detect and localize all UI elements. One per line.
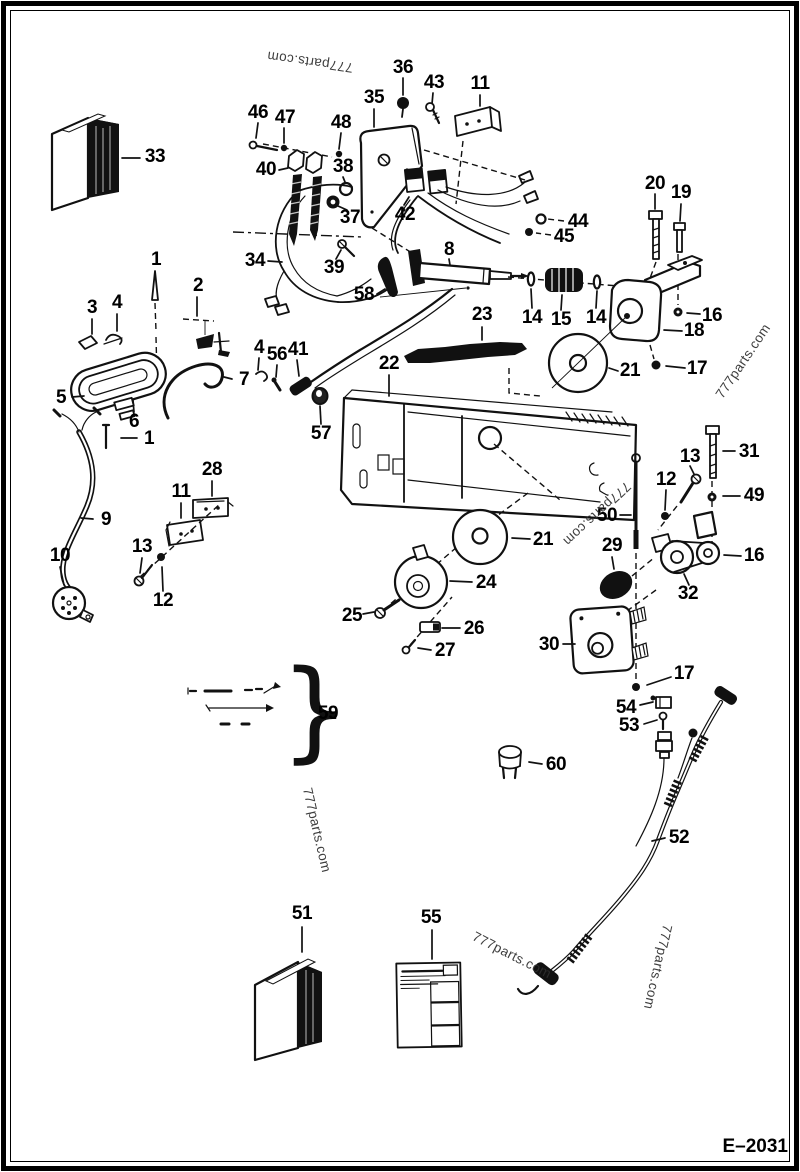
box-51 [253,926,322,1062]
part-label-34: 34 [244,250,266,271]
frame-22 [339,326,638,522]
part-label-25: 25 [341,605,363,626]
part-label-48: 48 [330,112,352,133]
part-label-53: 53 [618,715,640,736]
part-label-1: 1 [150,249,162,270]
part-label-45: 45 [553,226,575,247]
part-label-33: 33 [144,146,166,167]
part-label-11: 11 [470,73,490,94]
mount-plate-35 [359,77,502,229]
cap-60 [498,745,543,780]
brackets-11-28 [133,480,234,592]
part-label-43: 43 [423,72,445,93]
part-label-58: 58 [353,284,375,305]
part-label-3: 3 [86,297,98,318]
part-label-12: 12 [655,469,677,490]
decal-55 [395,929,463,1049]
box-33 [50,113,141,212]
wiring-harness-34 [264,140,565,316]
part-label-13: 13 [131,536,153,557]
diagram-code: E–2031 [722,1136,788,1157]
part-label-41: 41 [287,339,309,360]
part-label-17: 17 [686,358,708,379]
brace-59: } [280,646,350,774]
part-label-6: 6 [128,411,140,432]
part-label-10: 10 [49,545,71,566]
part-label-17: 17 [673,663,695,684]
part-label-36: 36 [392,57,414,78]
part-label-49: 49 [743,485,765,506]
part-label-60: 60 [545,754,567,775]
part-label-32: 32 [677,583,699,604]
part-label-46: 46 [247,102,269,123]
part-label-23: 23 [471,304,493,325]
part-label-14: 14 [585,307,607,328]
part-label-52: 52 [668,827,690,848]
part-label-7: 7 [238,369,250,390]
cable-9-plug-10 [51,406,102,623]
part-label-14: 14 [521,307,543,328]
cable-52 [516,685,738,995]
part-label-47: 47 [274,107,296,128]
part-label-20: 20 [644,173,666,194]
part-label-13: 13 [679,446,701,467]
part-label-50: 50 [596,505,618,526]
part-label-9: 9 [100,509,112,530]
part-label-35: 35 [363,87,385,108]
part-label-42: 42 [394,204,416,225]
plate-30 [562,605,672,731]
part-label-21: 21 [619,360,641,381]
part-label-19: 19 [670,182,692,203]
part-label-51: 51 [291,903,313,924]
part-label-8: 8 [443,239,455,260]
part-label-5: 5 [55,387,67,408]
part-label-30: 30 [538,634,560,655]
part-label-18: 18 [683,320,705,341]
part-label-56: 56 [266,344,288,365]
part-label-16: 16 [743,545,765,566]
decal-set-59: } [187,646,350,774]
part-label-15: 15 [550,309,572,330]
part-label-4: 4 [253,337,265,358]
handle-group-1-7 [70,270,233,450]
part-label-21: 21 [532,529,554,550]
part-label-39: 39 [323,257,345,278]
part-label-55: 55 [420,907,442,928]
part-label-37: 37 [339,207,361,228]
part-label-27: 27 [434,640,456,661]
idler-bracket-32 [599,425,742,612]
part-label-40: 40 [255,159,277,180]
pulley-bracket-18 [547,193,703,394]
part-label-22: 22 [378,353,400,374]
part-label-31: 31 [738,441,760,462]
part-label-29: 29 [601,535,623,556]
discs-21-24 [362,492,531,655]
cable-41-57 [255,287,456,425]
part-label-54: 54 [615,697,637,718]
part-label-59: 59 [317,703,339,724]
switch-8-lever-58 [376,249,529,298]
part-label-11: 11 [171,481,191,502]
part-label-1: 1 [143,428,155,449]
part-label-28: 28 [201,459,223,480]
part-label-38: 38 [332,156,354,177]
part-label-44: 44 [567,211,589,232]
part-label-57: 57 [310,423,332,444]
part-label-12: 12 [152,590,174,611]
part-label-4: 4 [111,292,123,313]
part-label-24: 24 [475,572,497,593]
fasteners-top-left [232,122,363,260]
part-label-16: 16 [701,305,723,326]
part-label-26: 26 [463,618,485,639]
part-label-2: 2 [192,275,204,296]
